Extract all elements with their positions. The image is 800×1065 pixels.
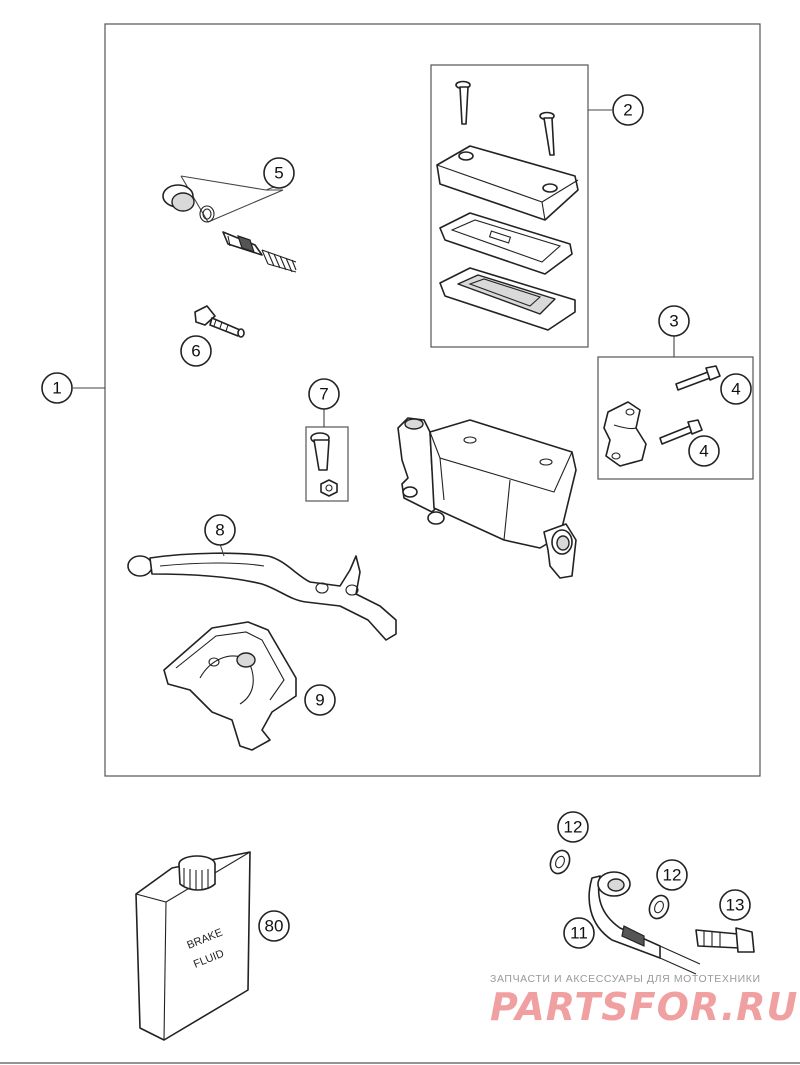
banjo-bolt	[695, 927, 755, 953]
svg-text:13: 13	[726, 896, 745, 915]
piston-kit	[162, 175, 297, 273]
callout-5: 5	[263, 157, 295, 189]
svg-text:4: 4	[731, 380, 740, 399]
callout-7: 7	[308, 378, 340, 410]
lever-boot	[163, 621, 297, 751]
bleeder-screw	[194, 305, 245, 338]
brake-lever	[127, 552, 397, 641]
master-cylinder-body	[397, 417, 577, 579]
cover-screw-right	[539, 111, 555, 156]
piston	[222, 231, 263, 256]
svg-text:2: 2	[623, 101, 632, 120]
callout-1: 1	[41, 372, 73, 404]
svg-text:3: 3	[669, 312, 678, 331]
callout-11: 11	[563, 917, 595, 949]
svg-text:7: 7	[319, 385, 328, 404]
callout-3: 3	[658, 305, 690, 337]
callout-6: 6	[180, 335, 212, 367]
svg-text:8: 8	[215, 521, 224, 540]
dust-boot	[162, 184, 195, 212]
svg-text:4: 4	[699, 442, 708, 461]
svg-text:80: 80	[265, 917, 284, 936]
svg-text:12: 12	[663, 866, 682, 885]
callout-8: 8	[204, 514, 236, 546]
callout-8-leader	[219, 543, 225, 557]
svg-text:12: 12	[564, 818, 583, 837]
reservoir-gasket	[439, 267, 576, 331]
cover-screw-left	[455, 80, 471, 125]
brake-fluid-bottle: BRAKE FLUID	[135, 851, 251, 1041]
callout-4-lower: 4	[688, 435, 720, 467]
callout-12-left: 12	[557, 811, 589, 843]
circlip	[199, 205, 215, 223]
pivot-pin-kit-box	[305, 426, 349, 502]
pivot-pin	[310, 432, 330, 471]
reservoir-cover-kit-box	[430, 64, 589, 348]
assembly-frame	[104, 23, 761, 777]
svg-text:5: 5	[274, 164, 283, 183]
callout-9: 9	[304, 684, 336, 716]
clamp-bolt-lower	[659, 419, 703, 445]
pivot-nut	[320, 479, 338, 497]
svg-text:9: 9	[315, 691, 324, 710]
clamp-bolt-upper	[675, 365, 721, 391]
reservoir-cover	[436, 145, 579, 221]
callout-2: 2	[612, 94, 644, 126]
return-spring	[261, 249, 297, 273]
callout-4-upper: 4	[720, 373, 752, 405]
handlebar-clamp	[603, 401, 647, 467]
watermark-brand: PARTSFOR.RU	[490, 985, 799, 1029]
callout-12-right: 12	[656, 859, 688, 891]
clamp-kit-box	[597, 356, 754, 480]
watermark-tagline: ЗАПЧАСТИ И АКСЕССУАРЫ ДЛЯ МОТОТЕХНИКИ	[490, 973, 761, 985]
callout-80: 80	[258, 910, 290, 942]
svg-text:1: 1	[52, 379, 61, 398]
svg-text:11: 11	[570, 924, 588, 943]
brake-line	[588, 871, 701, 975]
svg-text:6: 6	[191, 342, 200, 361]
sealing-washer-left	[549, 849, 571, 875]
sealing-washer-right	[648, 894, 670, 920]
callout-13: 13	[719, 889, 751, 921]
reservoir-diaphragm	[439, 212, 573, 275]
